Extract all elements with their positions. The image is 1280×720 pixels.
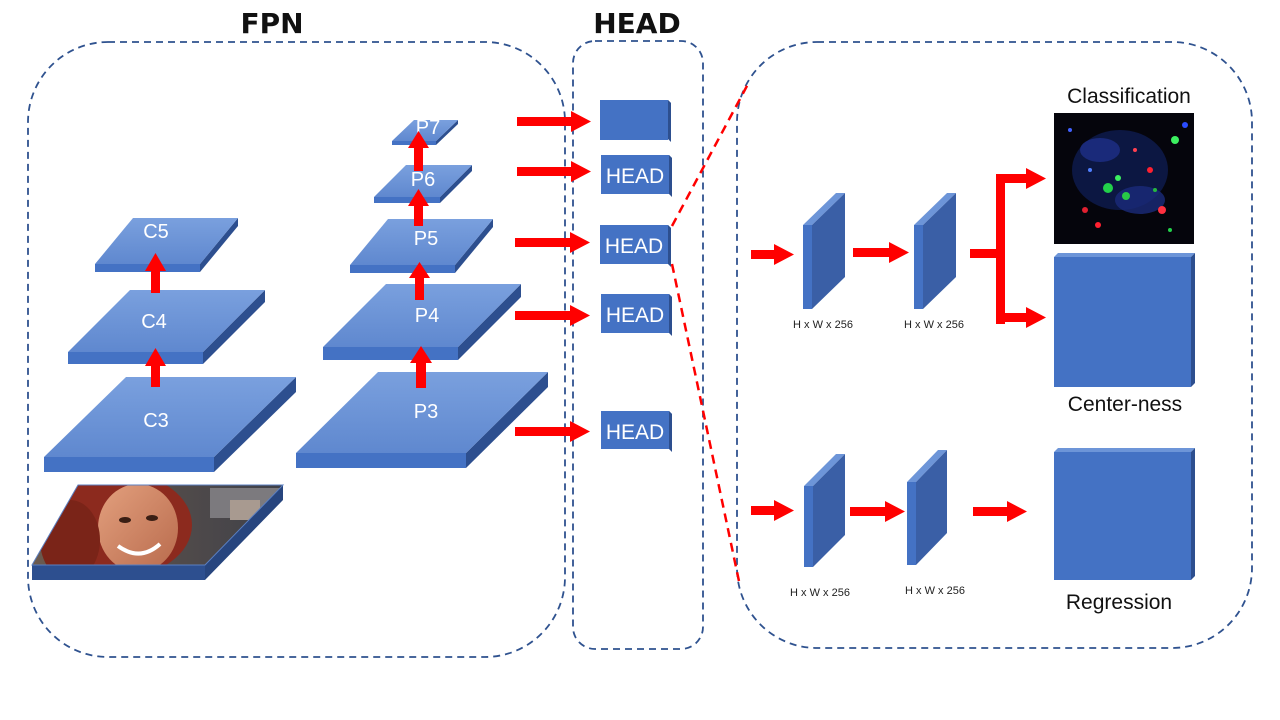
zoom-line-bottom	[670, 263, 742, 587]
arrow-p5-to-head	[515, 232, 590, 253]
layer-p6-label: P6	[411, 169, 435, 191]
head-detail-region-border	[736, 41, 1253, 649]
zoom-line-top	[670, 83, 750, 227]
head-block-p6-label: HEAD	[606, 165, 664, 188]
top-branch-fork-arrow	[970, 168, 1046, 328]
arrow-p6-to-head	[517, 161, 591, 182]
up-arrow-p6-p7	[408, 131, 429, 171]
up-arrow-p5-p6	[408, 189, 429, 226]
layer-c3-label: C3	[143, 410, 169, 432]
classification-heatmap	[1054, 113, 1194, 244]
bottom-branch-input-arrow	[751, 500, 794, 521]
bottom-conv-arrow	[850, 501, 905, 522]
centerness-label: Center-ness	[1068, 393, 1182, 416]
head-block-p5-label: HEAD	[605, 235, 663, 258]
arrow-p7-to-head	[517, 111, 591, 132]
up-arrow-p4-p5	[409, 262, 430, 300]
top-conv-2-dims: H x W x 256	[904, 319, 964, 331]
up-arrow-c3-c4	[145, 348, 166, 387]
top-conv-1-dims: H x W x 256	[793, 319, 853, 331]
bottom-conv-1	[804, 454, 845, 567]
up-arrow-c4-c5	[145, 253, 166, 293]
head-block-p4: HEAD	[601, 294, 672, 336]
top-conv-1	[803, 193, 845, 309]
layer-p5-label: P5	[414, 228, 438, 250]
input-image	[31, 484, 285, 580]
head-block-p4-label: HEAD	[606, 304, 664, 327]
head-title: HEAD	[593, 7, 680, 40]
layer-p7-label: P7	[416, 117, 440, 139]
top-conv-2	[914, 193, 956, 309]
bottom-conv-2	[907, 450, 947, 565]
top-conv-arrow	[853, 242, 909, 263]
fpn-title: FPN	[240, 7, 303, 40]
head-block-p7	[600, 100, 671, 142]
bottom-output-arrow	[973, 501, 1027, 522]
arrow-p3-to-head	[515, 421, 590, 442]
fpn-region-border	[27, 41, 566, 658]
head-block-p5: HEAD	[600, 225, 671, 267]
layer-p3: P3	[296, 372, 548, 468]
classification-label: Classification	[1067, 85, 1191, 108]
layer-c5: C5	[95, 218, 238, 272]
regression-label: Regression	[1066, 591, 1172, 614]
layer-p7: P7	[392, 117, 458, 145]
layer-c3: C3	[44, 377, 296, 472]
bottom-conv-2-dims: H x W x 256	[905, 585, 965, 597]
head-block-p3: HEAD	[601, 411, 672, 452]
layer-c5-label: C5	[143, 221, 169, 243]
centerness-block	[1054, 253, 1195, 387]
layer-c4-label: C4	[141, 311, 167, 333]
layer-p4-label: P4	[415, 305, 439, 327]
layer-c4: C4	[68, 290, 265, 364]
regression-block	[1054, 448, 1195, 580]
layer-p5: P5	[350, 219, 493, 273]
head-block-p6: HEAD	[601, 155, 672, 197]
layer-p3-label: P3	[414, 401, 438, 423]
arrow-p4-to-head	[515, 305, 590, 326]
top-branch-input-arrow	[751, 244, 794, 265]
head-region-border	[572, 40, 704, 650]
up-arrow-p3-p4	[410, 346, 432, 388]
head-block-p3-label: HEAD	[606, 421, 664, 444]
bottom-conv-1-dims: H x W x 256	[790, 587, 850, 599]
